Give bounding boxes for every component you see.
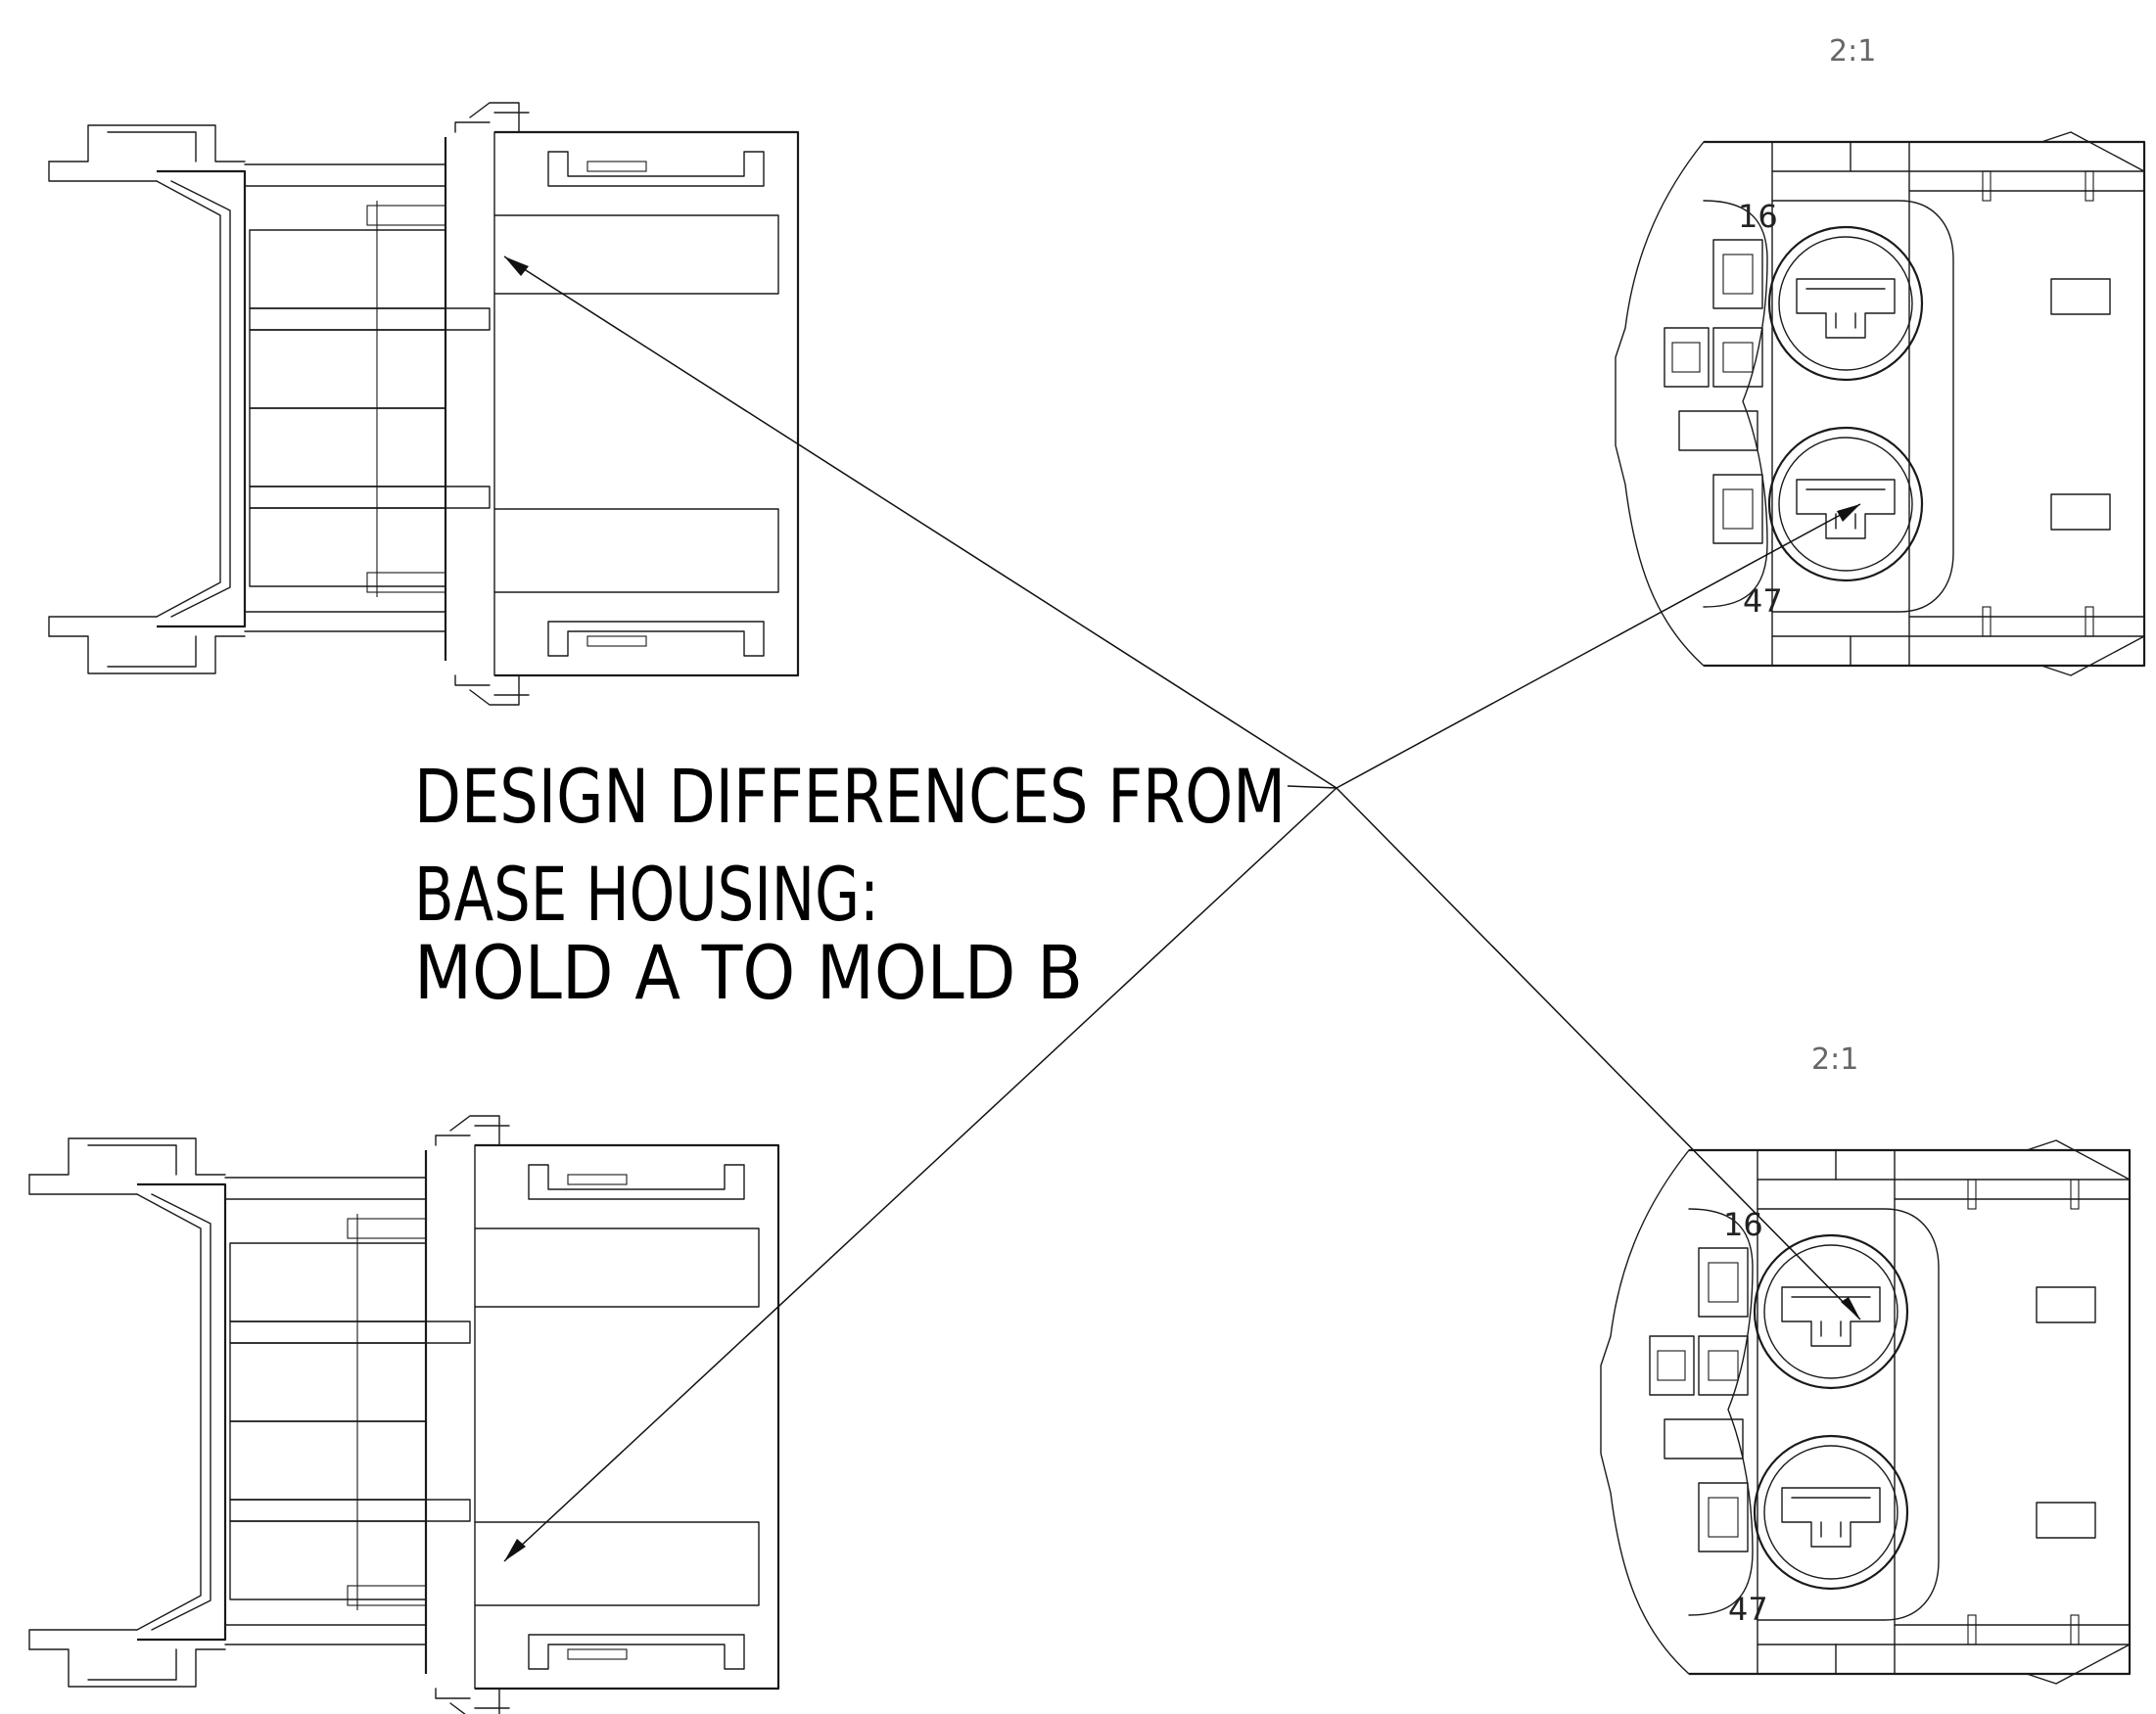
leader-to-side-view-a [503,255,1337,789]
pin-number-47-top: 47 [1743,582,1783,620]
arrowhead-end-view-a [1837,504,1860,522]
arrowhead-end-view-b [1841,1297,1860,1320]
leader-to-end-view-a [1336,503,1861,789]
side-view-mold-a [47,101,800,707]
note-line-2: BASE HOUSING: [414,851,879,938]
note-line-1: DESIGN DIFFERENCES FROM [414,753,1286,840]
note-line-3: MOLD A TO MOLD B [414,929,1083,1016]
arrowhead-side-view-a [504,256,529,276]
scale-label-bottom: 2:1 [1811,1042,1858,1077]
scale-label-top: 2:1 [1829,34,1876,69]
leader-to-side-view-b [503,787,1337,1562]
pin-number-47-bottom: 47 [1728,1591,1768,1628]
side-view-mold-b [27,1114,780,1714]
arrowhead-side-view-b [504,1539,526,1561]
pin-number-16-top: 16 [1738,198,1778,235]
pin-number-16-bottom: 16 [1723,1206,1763,1243]
end-view-mold-b [1599,1138,2132,1686]
leader-to-end-view-b [1336,787,1861,1320]
leader-lines [503,255,1861,1562]
